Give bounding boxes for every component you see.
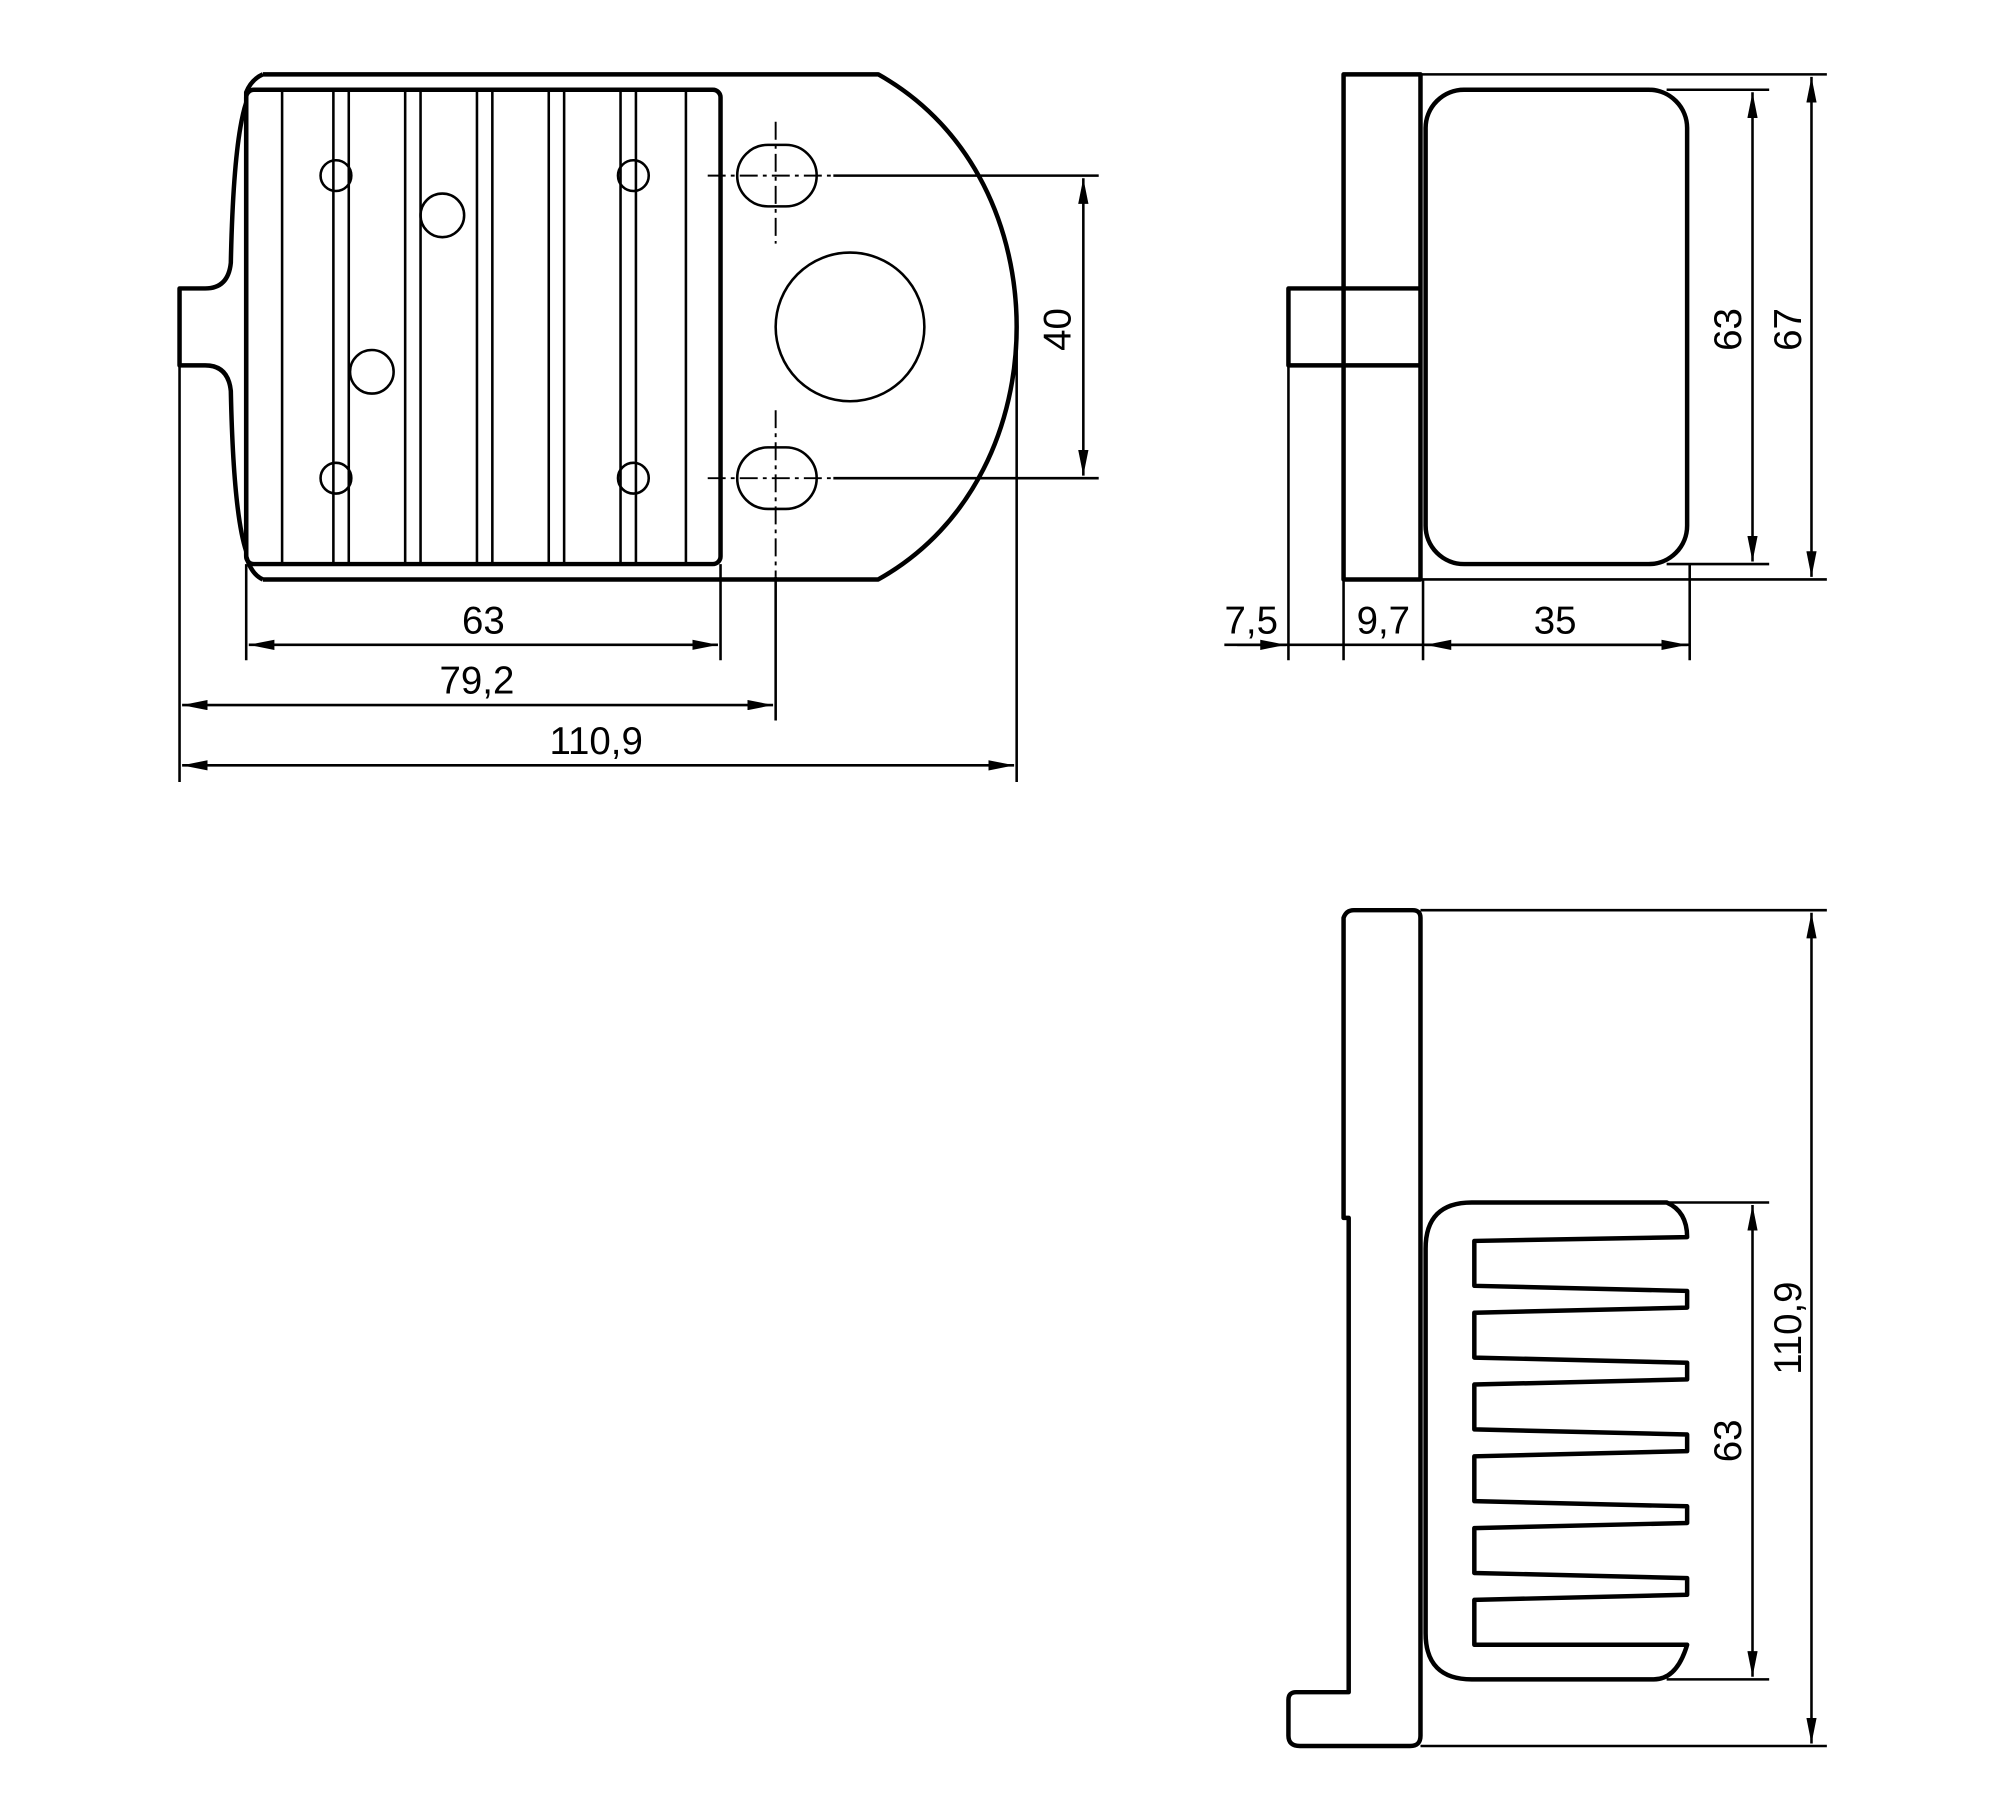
dim-63: 63 <box>462 599 505 642</box>
dim-67: 67 <box>1767 308 1810 351</box>
dim-9-7: 9,7 <box>1357 599 1410 642</box>
front-dimension-lines <box>178 174 1099 782</box>
dim-63-side: 63 <box>1707 308 1750 351</box>
dim-79-2: 79,2 <box>440 660 515 703</box>
front-view: 63 79,2 110,9 40 <box>177 72 1099 782</box>
holes <box>319 158 651 495</box>
side-dimension-lines <box>1224 73 1827 661</box>
front-outline <box>243 72 1019 582</box>
heatsink-plate <box>243 87 723 567</box>
center-lines <box>707 121 834 577</box>
bottom-comb-heatsink <box>1423 1200 1690 1682</box>
dim-40: 40 <box>1037 308 1080 351</box>
side-tab <box>1286 286 1421 368</box>
side-view: 7,5 9,7 35 63 67 <box>1224 72 1827 661</box>
bottom-view: 63 110,9 <box>1286 907 1827 1749</box>
dim-110-9: 110,9 <box>550 720 643 763</box>
dim-35: 35 <box>1534 599 1577 642</box>
dim-63-bottom: 63 <box>1707 1420 1750 1463</box>
dim-7-5: 7,5 <box>1225 599 1278 642</box>
bottom-plate <box>1286 907 1423 1749</box>
side-heatsink <box>1423 87 1690 567</box>
bottom-dimension-lines <box>1420 908 1827 1748</box>
side-plate <box>1341 72 1423 582</box>
center-bore <box>774 251 926 403</box>
dim-110-9-bottom: 110,9 <box>1767 1281 1810 1374</box>
left-tab <box>177 101 249 552</box>
